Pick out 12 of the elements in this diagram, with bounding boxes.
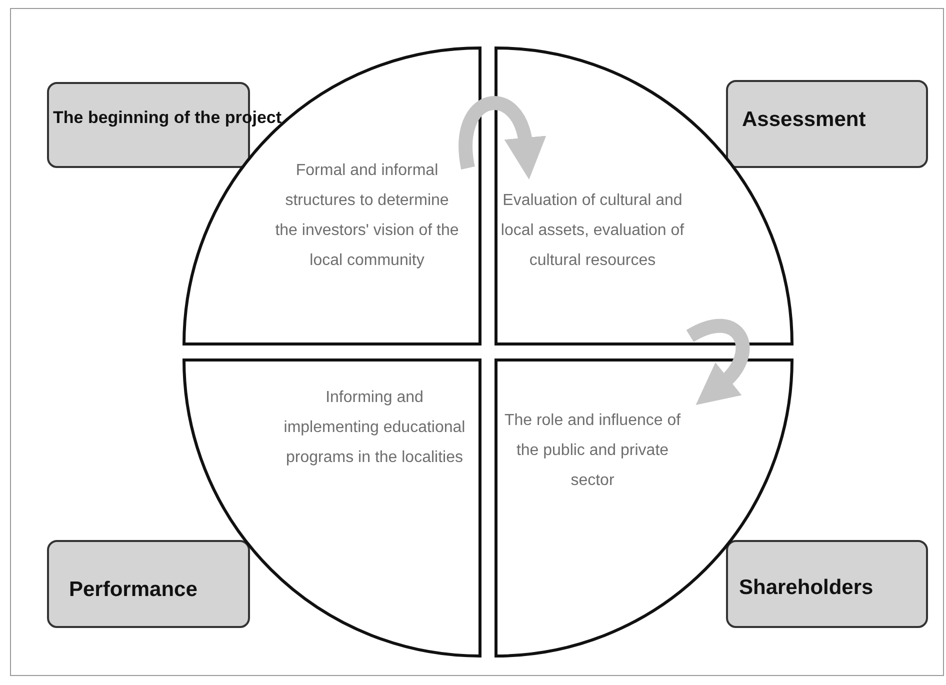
header-bar xyxy=(726,540,928,628)
quadrant-text: The role and influence of the public and private sector xyxy=(503,411,682,491)
curved-arrow xyxy=(458,96,546,180)
header-bar xyxy=(726,80,928,168)
quadrant-text: Formal and informal structures to determine the investors' vision of the local community xyxy=(274,161,460,271)
bar-heading: Performance xyxy=(69,578,198,602)
bar-heading: Assessment xyxy=(742,108,866,132)
curved-arrow xyxy=(686,319,750,408)
header-bar xyxy=(47,540,250,628)
quadrant-text: Evaluation of cultural and local assets, evaluation of cultural resources xyxy=(500,191,685,271)
bar-heading: Shareholders xyxy=(739,576,874,600)
quadrant-text: Informing and implementing educational programs in the localities xyxy=(282,388,466,468)
